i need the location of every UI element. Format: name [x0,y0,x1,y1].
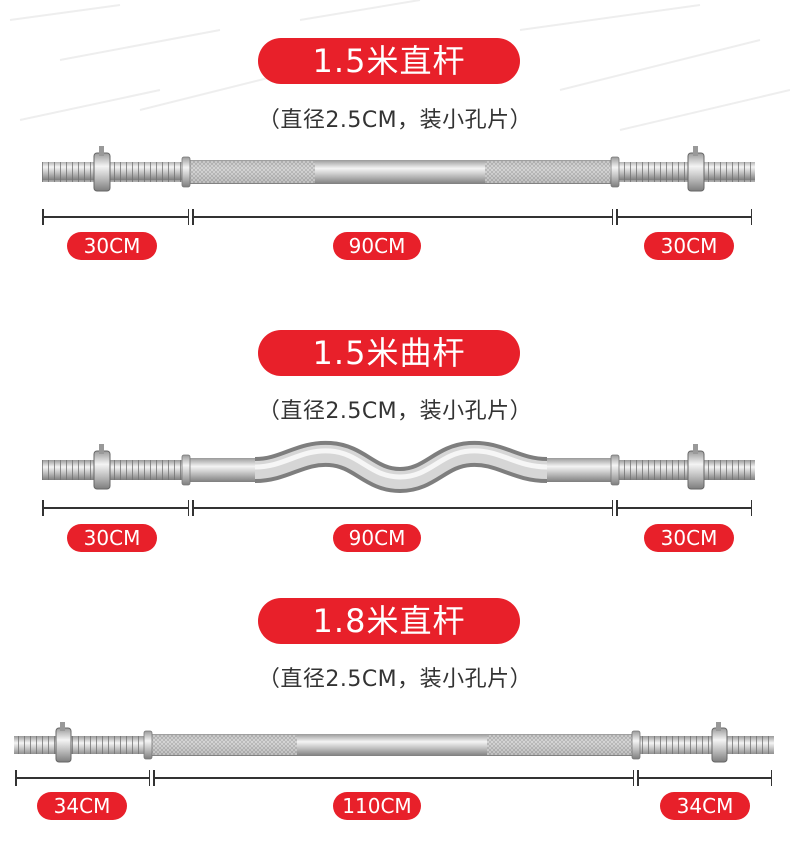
product-subtitle: （直径2.5CM，装小孔片） [257,108,533,133]
dimension-label-left: 34CM [37,792,127,820]
dimension-line-left [42,500,189,516]
dimension-label-left: 30CM [67,524,157,552]
dimension-label-center: 90CM [333,524,421,552]
dimension-line-right [616,209,752,225]
dimension-label-center: 110CM [333,792,421,820]
product-subtitle: （直径2.5CM，装小孔片） [257,399,533,424]
dimension-line-left [42,209,189,225]
dimension-line-right [637,770,772,786]
product-title: 1.8米直杆 [258,598,520,644]
dimension-line-center [153,770,634,786]
product-subtitle: （直径2.5CM，装小孔片） [257,667,533,692]
product-title: 1.5米曲杆 [258,330,520,376]
dimension-label-left: 30CM [67,232,157,260]
dimension-line-center [192,209,613,225]
dimension-line-left [15,770,150,786]
dimension-label-right: 34CM [660,792,750,820]
dimension-line-right [616,500,752,516]
dimension-label-right: 30CM [644,524,734,552]
curl-barbell-image [42,440,755,494]
dimension-label-right: 30CM [644,232,734,260]
long-straight-barbell-image [14,722,774,763]
dimension-line-center [192,500,613,516]
product-title: 1.5米直杆 [258,38,520,84]
straight-barbell-image [42,146,755,192]
dimension-label-center: 90CM [333,232,421,260]
